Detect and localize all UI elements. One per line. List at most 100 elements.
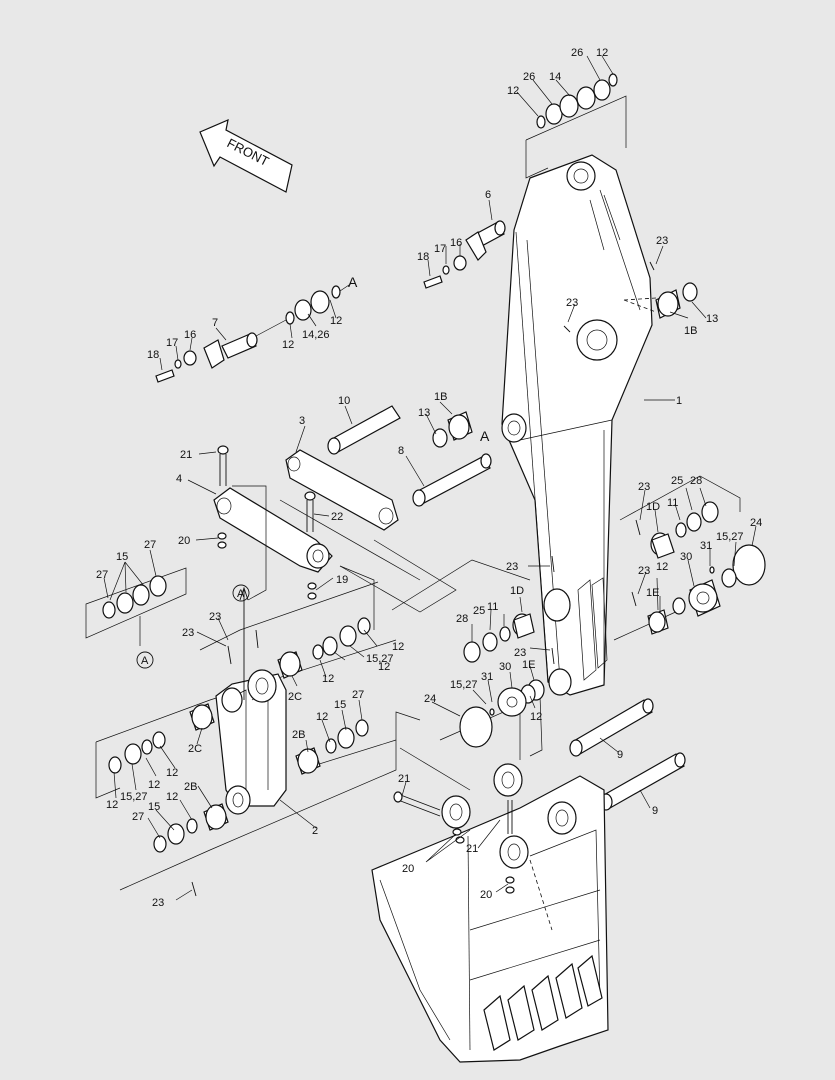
callout-12-pin7b: 12: [330, 315, 342, 327]
callout-1b-upper: 1B: [684, 325, 697, 337]
callout-26-mid: 26: [523, 71, 535, 83]
callout-1d: 1D: [646, 501, 660, 513]
callout-23d: 23: [638, 565, 650, 577]
callout-23a: 23: [656, 235, 668, 247]
callout-18b: 18: [147, 349, 159, 361]
callout-12-h: 12: [148, 779, 160, 791]
callout-15a: 15: [116, 551, 128, 563]
callout-24a: 24: [750, 517, 762, 529]
callout-14-26: 14,26: [302, 329, 330, 341]
callout-16b: 16: [184, 329, 196, 341]
callout-8: 8: [398, 445, 404, 457]
callout-12-f: 12: [316, 711, 328, 723]
callout-leaders: [103, 55, 757, 901]
callout-28b: 28: [456, 613, 468, 625]
link-4: [213, 487, 333, 573]
callout-15-27b: 15,27: [366, 653, 394, 665]
bushing-1b-lower: [432, 411, 473, 448]
bushings-2b-2c: [108, 617, 371, 853]
link-3: [285, 449, 399, 531]
section-a-markers: A A A A: [136, 274, 490, 669]
section-a-label-1: A: [348, 274, 358, 290]
callout-13b: 13: [418, 407, 430, 419]
callout-18a: 18: [417, 251, 429, 263]
callout-2: 2: [312, 825, 318, 837]
callout-23h: 23: [514, 647, 526, 659]
callout-12-mid3: 12: [322, 673, 334, 685]
callout-1d-left: 1D: [510, 585, 524, 597]
callout-22: 22: [331, 511, 343, 523]
callout-23e: 23: [506, 561, 518, 573]
callout-27d: 27: [132, 811, 144, 823]
callout-27b: 27: [96, 569, 108, 581]
callout-12-topl: 12: [507, 85, 519, 97]
callout-12-r: 12: [656, 561, 668, 573]
callout-30a: 30: [680, 551, 692, 563]
callout-12-g: 12: [166, 767, 178, 779]
callout-27a: 27: [144, 539, 156, 551]
callout-15c: 15: [148, 801, 160, 813]
callout-1e-left: 1E: [522, 659, 535, 671]
callout-23c: 23: [638, 481, 650, 493]
callout-2c-right: 2C: [288, 691, 302, 703]
leader-lines: [85, 475, 741, 891]
callout-26-top: 26: [571, 47, 583, 59]
callout-12-i: 12: [106, 799, 118, 811]
callout-12-mid2: 12: [378, 661, 390, 673]
callout-31a: 31: [700, 540, 712, 552]
callout-1e-r: 1E: [646, 587, 659, 599]
bucket-pins-9: [569, 698, 686, 811]
callout-2c-left: 2C: [188, 743, 202, 755]
callout-23b: 23: [566, 297, 578, 309]
callout-12-e: 12: [530, 711, 542, 723]
callout-20c: 20: [480, 889, 492, 901]
bucket: [371, 763, 609, 1063]
callout-15-27c: 15,27: [450, 679, 478, 691]
callout-4: 4: [176, 473, 182, 485]
callout-25b: 25: [473, 605, 485, 617]
callout-20b: 20: [402, 863, 414, 875]
callout-31b: 31: [481, 671, 493, 683]
callout-30b: 30: [499, 661, 511, 673]
arm-part-1: [501, 154, 653, 696]
callout-20a: 20: [178, 535, 190, 547]
callout-23f: 23: [209, 611, 221, 623]
pin-6: [423, 220, 506, 289]
callout-15b: 15: [334, 699, 346, 711]
callout-16a: 16: [450, 237, 462, 249]
section-a-label-2: A: [480, 428, 490, 444]
callout-1b-lower: 1B: [434, 391, 447, 403]
callout-24b: 24: [424, 693, 436, 705]
right-bushings: [551, 261, 766, 665]
callout-19: 19: [336, 574, 348, 586]
callout-3: 3: [299, 415, 305, 427]
bushing-1b-upper: [623, 282, 698, 319]
callout-12-mid: 12: [392, 641, 404, 653]
callout-10: 10: [338, 395, 350, 407]
callout-23i: 23: [152, 897, 164, 909]
callout-27c: 27: [352, 689, 364, 701]
callout-21a: 21: [180, 449, 192, 461]
left-washers: [102, 575, 167, 619]
section-a-circle-2: A: [141, 655, 149, 667]
callout-15-27a: 15,27: [716, 531, 744, 543]
callout-12-pin7: 12: [282, 339, 294, 351]
callout-11a: 11: [667, 497, 678, 509]
callout-2b-left: 2B: [184, 781, 197, 793]
callout-9a: 9: [617, 749, 623, 761]
callout-15-27d: 15,27: [120, 791, 148, 803]
callout-9b: 9: [652, 805, 658, 817]
callout-12-top: 12: [596, 47, 608, 59]
callout-1: 1: [676, 395, 682, 407]
section-a-circle-1: A: [237, 588, 245, 600]
link-2: [191, 586, 287, 897]
callout-25a: 25: [671, 475, 683, 487]
callout-14: 14: [549, 71, 561, 83]
callout-texts: 26 12 26 14 12 6 18 17 16 23 1B 13 23 7 …: [96, 47, 762, 909]
callout-12-j: 12: [166, 791, 178, 803]
pins-10-8: [327, 405, 492, 507]
callout-7: 7: [212, 317, 218, 329]
callout-21b: 21: [398, 773, 410, 785]
callout-28a: 28: [690, 475, 702, 487]
